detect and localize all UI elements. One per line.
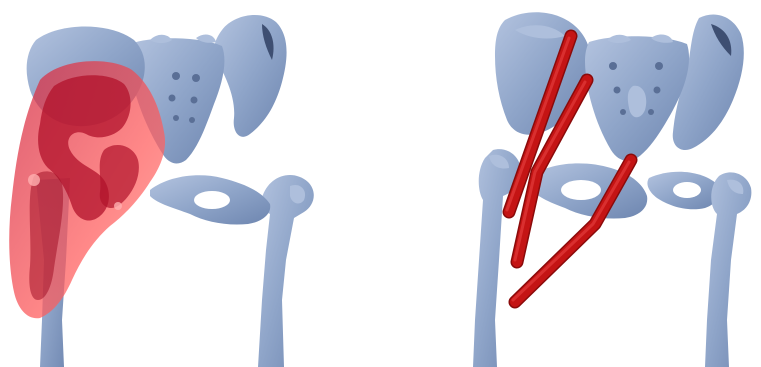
left-pubis-right [150,175,270,224]
translucent-muscle-volume [9,61,165,318]
right-panel [381,0,761,367]
left-panel [0,0,380,367]
left-ilium-right [214,15,286,137]
right-pelvis-illustration [381,0,761,367]
right-femur-right [705,172,751,367]
right-sacrum [585,35,689,161]
left-pelvis-illustration [0,0,380,367]
